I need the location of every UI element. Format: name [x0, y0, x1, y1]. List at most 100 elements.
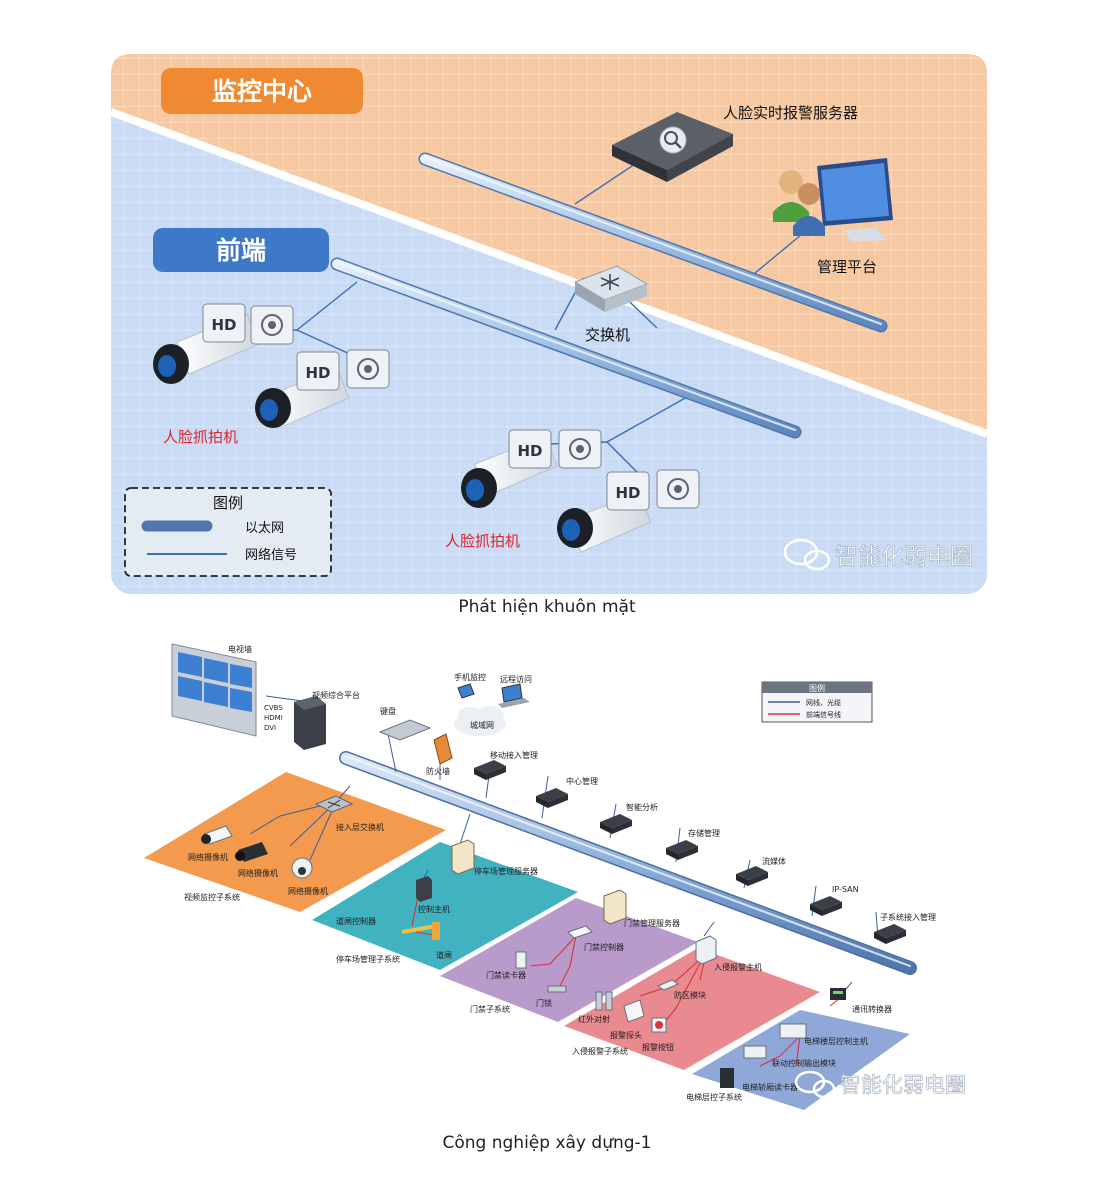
elevator-reader-icon [720, 1068, 734, 1088]
frontend-signal-lines [411, 885, 841, 1067]
ir-beam-label: 红外对射 [578, 1014, 610, 1024]
subsystem-access-label: 子系统接入管理 [880, 912, 936, 922]
linkage-module-icon [743, 1045, 767, 1059]
parking-server-icon [451, 839, 475, 875]
access-switch-label: 接入层交换机 [336, 822, 384, 832]
watermark-text: 智能化弱电圈 [835, 544, 973, 570]
frontend-label: 前端 [216, 236, 266, 265]
face-camera-3: HD [461, 429, 602, 508]
storage-mgmt-server-icon [666, 840, 698, 860]
hd-label: HD [517, 442, 542, 460]
intrusion-host-label: 入侵报警主机 [714, 962, 762, 972]
dome-camera [291, 857, 313, 879]
elevator-ctrl-label: 电梯楼层控制主机 [804, 1036, 868, 1046]
parking-subsystem-label: 停车场管理子系统 [336, 954, 400, 964]
laptop-icon [498, 683, 530, 708]
elevator-ctrl-icon [779, 1023, 807, 1039]
smart-analysis-server-icon [600, 814, 632, 834]
tv-wall-icon [171, 643, 257, 737]
network-camera-1 [201, 825, 233, 845]
mobile-monitor-icon [457, 683, 475, 699]
building-system-diagram: 电视墙 CVBS HDMI DVI 视频综合平台 键盘 手机监控 远程访问 城域… [144, 643, 966, 1110]
hdmi-label: HDMI [264, 714, 283, 722]
door-subsystem-platform [440, 898, 698, 1022]
zone-module-icon [656, 979, 680, 991]
wan-label: 城域网 [470, 720, 494, 730]
switch-label: 交换机 [585, 326, 630, 344]
ir-beam-icon [595, 991, 613, 1011]
gate-barrier-icon [401, 922, 440, 940]
legend-signal: 网络信号 [245, 547, 297, 563]
barrier-label: 道闸 [436, 950, 452, 960]
storage-mgmt-label: 存储管理 [688, 828, 720, 838]
hd-label: HD [305, 364, 330, 382]
cam3-label: 网络摄像机 [288, 886, 328, 896]
tv-wall-label: 电视墙 [228, 644, 252, 654]
camera-label-left: 人脸抓拍机 [163, 428, 238, 446]
intrusion-subsystem-platform [564, 948, 820, 1070]
door-server-icon [603, 889, 627, 925]
door-lock-label: 门锁 [536, 998, 552, 1008]
mobile-access-server-icon [474, 760, 506, 780]
linkage-module-label: 联动控制输出模块 [772, 1058, 836, 1068]
mobile-access-label: 移动接入管理 [490, 750, 538, 760]
center-mgmt-label: 中心管理 [566, 776, 598, 786]
hd-label: HD [615, 484, 640, 502]
remote-access-label: 远程访问 [500, 674, 532, 684]
management-platform-icon [773, 158, 893, 242]
keyboard-label: 键盘 [380, 706, 396, 716]
watermark-2: 智能化弱电圈 [794, 1070, 966, 1099]
door-reader-label: 门禁读卡器 [486, 970, 526, 980]
face-detection-diagram: 监控中心 前端 人脸实时报警服务器 [107, 42, 995, 595]
comm-converter-label: 通讯转换器 [852, 1004, 892, 1014]
alarm-probe-icon [623, 999, 645, 1023]
legend2-title: 图例 [809, 683, 825, 693]
alarm-button-label: 报警按钮 [642, 1042, 674, 1052]
zone-module-label: 防区模块 [674, 990, 706, 1000]
network-camera-2 [235, 842, 268, 862]
parking-subsystem-platform [312, 842, 578, 970]
comm-converter-icon [830, 988, 846, 1000]
frontend-header: 前端 [153, 228, 329, 272]
switch-icon [573, 265, 649, 312]
legend2-frontend: 前端信号线 [806, 710, 841, 719]
control-host-label: 控制主机 [418, 904, 450, 914]
control-host-icon [416, 876, 432, 902]
backbone-pipe [339, 751, 917, 975]
subsystem-access-server-icon [874, 924, 906, 944]
elevator-subsystem-label: 电梯层控子系统 [686, 1092, 742, 1102]
ipsan-server-icon [810, 896, 842, 916]
center-mgmt-server-icon [536, 788, 568, 808]
face-camera-2: HD [255, 349, 390, 429]
door-reader-icon [515, 951, 527, 969]
face-camera-4: HD [557, 469, 700, 553]
door-server-label: 门禁管理服务器 [624, 918, 680, 928]
video-subsystem-label: 视频监控子系统 [184, 892, 240, 902]
hd-label: HD [211, 316, 236, 334]
cam2-label: 网络摄像机 [238, 868, 278, 878]
firewall-label: 防火墙 [426, 766, 450, 776]
firewall-icon [433, 733, 453, 765]
door-controller-icon [567, 925, 593, 939]
gate-controller-label: 道闸控制器 [336, 916, 376, 926]
legend-ethernet: 以太网 [245, 521, 284, 536]
cam1-label: 网络摄像机 [188, 852, 228, 862]
monitor-center-header: 监控中心 [161, 68, 363, 114]
elevator-subsystem-platform [692, 1010, 910, 1110]
watermark-1: 智能化弱电圈 [783, 538, 973, 570]
access-switch-icon [314, 795, 354, 813]
caption-face-detection: Phát hiện khuôn mặt [458, 597, 636, 617]
camera-label-right: 人脸抓拍机 [445, 532, 520, 550]
alarm-server-icon [612, 112, 733, 182]
video-platform-label: 视频综合平台 [312, 690, 360, 700]
ipsan-label: IP-SAN [832, 885, 859, 894]
intrusion-host-icon [695, 935, 717, 965]
legend-box: 图例 以太网 网络信号 [124, 487, 332, 577]
alarm-button-icon [651, 1017, 667, 1033]
keyboard-icon [378, 719, 432, 741]
alarm-probe-label: 报警探头 [610, 1030, 642, 1040]
video-subsystem-platform [144, 772, 446, 912]
door-subsystem-label: 门禁子系统 [470, 1004, 510, 1014]
door-lock-icon [547, 985, 567, 993]
ethernet-backbone-upper [418, 152, 888, 333]
